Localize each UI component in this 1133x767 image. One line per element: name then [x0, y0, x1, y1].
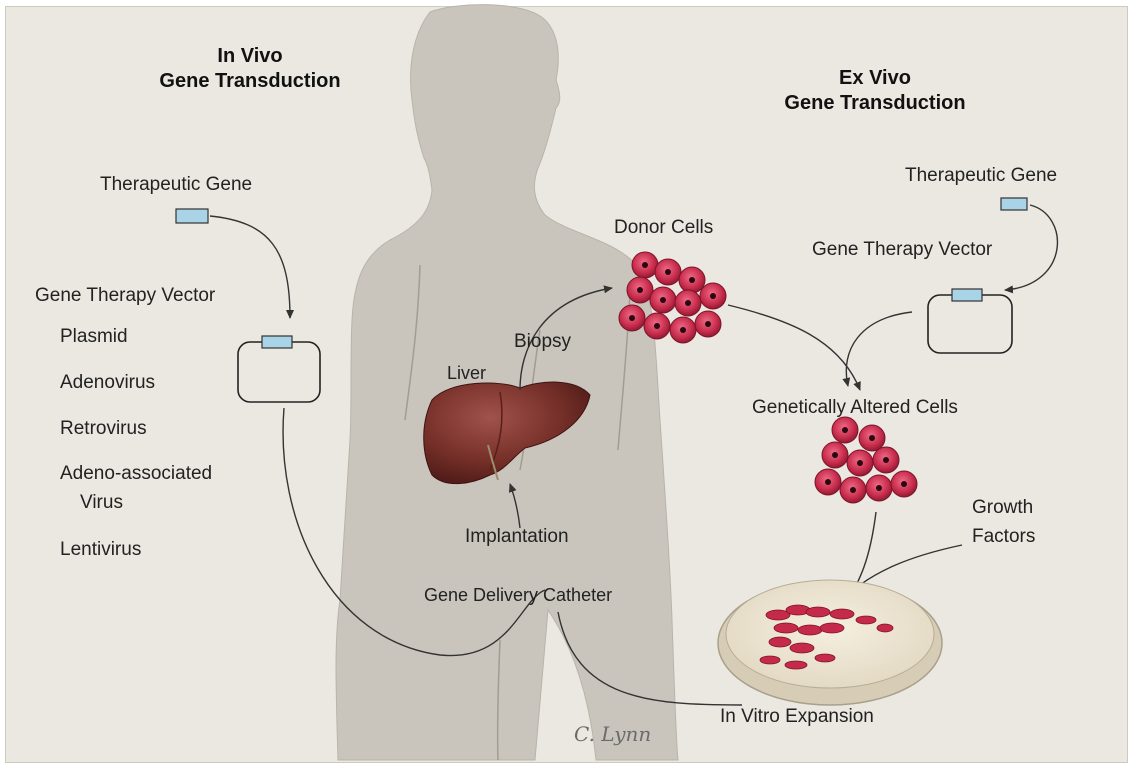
label-vector-virus: Virus — [80, 492, 123, 514]
label-vector-plasmid: Plasmid — [60, 326, 128, 348]
label-biopsy: Biopsy — [514, 331, 571, 353]
label-vector-title-left: Gene Therapy Vector — [35, 285, 215, 307]
vector-plasmid-icon-right — [928, 295, 1012, 353]
label-therapeutic-gene-left: Therapeutic Gene — [100, 174, 252, 196]
altered-cells-cluster — [815, 417, 917, 503]
arrow-gene-to-vector-right — [1005, 205, 1057, 290]
label-growth: Growth — [972, 497, 1033, 519]
arrow-vector-to-altered — [846, 312, 912, 386]
petri-dish — [718, 580, 942, 705]
label-vector-retrovirus: Retrovirus — [60, 418, 147, 440]
label-vector-adeno-associated: Adeno-associated — [60, 463, 212, 485]
donor-cells-cluster — [619, 252, 726, 343]
gene-insert-icon — [176, 209, 208, 223]
header-in-vivo-line1: In Vivo — [150, 44, 350, 69]
label-altered-cells: Genetically Altered Cells — [752, 397, 958, 419]
vector-gene-insert-icon — [262, 336, 292, 348]
label-vector-lentivirus: Lentivirus — [60, 539, 141, 561]
header-in-vivo: In Vivo Gene Transduction — [150, 44, 350, 94]
label-liver: Liver — [447, 362, 486, 384]
vector-plasmid-icon — [238, 342, 320, 402]
label-therapeutic-gene-right: Therapeutic Gene — [905, 165, 1057, 187]
label-implantation: Implantation — [465, 526, 569, 548]
label-vector-adenovirus: Adenovirus — [60, 372, 155, 394]
human-silhouette — [336, 5, 678, 760]
label-in-vitro-expansion: In Vitro Expansion — [720, 706, 874, 728]
arrow-gene-to-vector — [210, 216, 290, 318]
header-in-vivo-line2: Gene Transduction — [150, 69, 350, 94]
label-factors: Factors — [972, 526, 1035, 548]
header-ex-vivo-line1: Ex Vivo — [775, 66, 975, 91]
arrow-donor-to-altered — [728, 305, 860, 390]
header-ex-vivo-line2: Gene Transduction — [775, 91, 975, 116]
label-vector-title-right: Gene Therapy Vector — [812, 239, 992, 261]
vector-gene-insert-icon-right — [952, 289, 982, 301]
label-donor-cells: Donor Cells — [614, 217, 713, 239]
artist-signature: C. Lynn — [574, 722, 651, 746]
header-ex-vivo: Ex Vivo Gene Transduction — [775, 66, 975, 116]
label-gene-delivery-catheter: Gene Delivery Catheter — [424, 584, 612, 606]
gene-insert-icon-right — [1001, 198, 1027, 210]
